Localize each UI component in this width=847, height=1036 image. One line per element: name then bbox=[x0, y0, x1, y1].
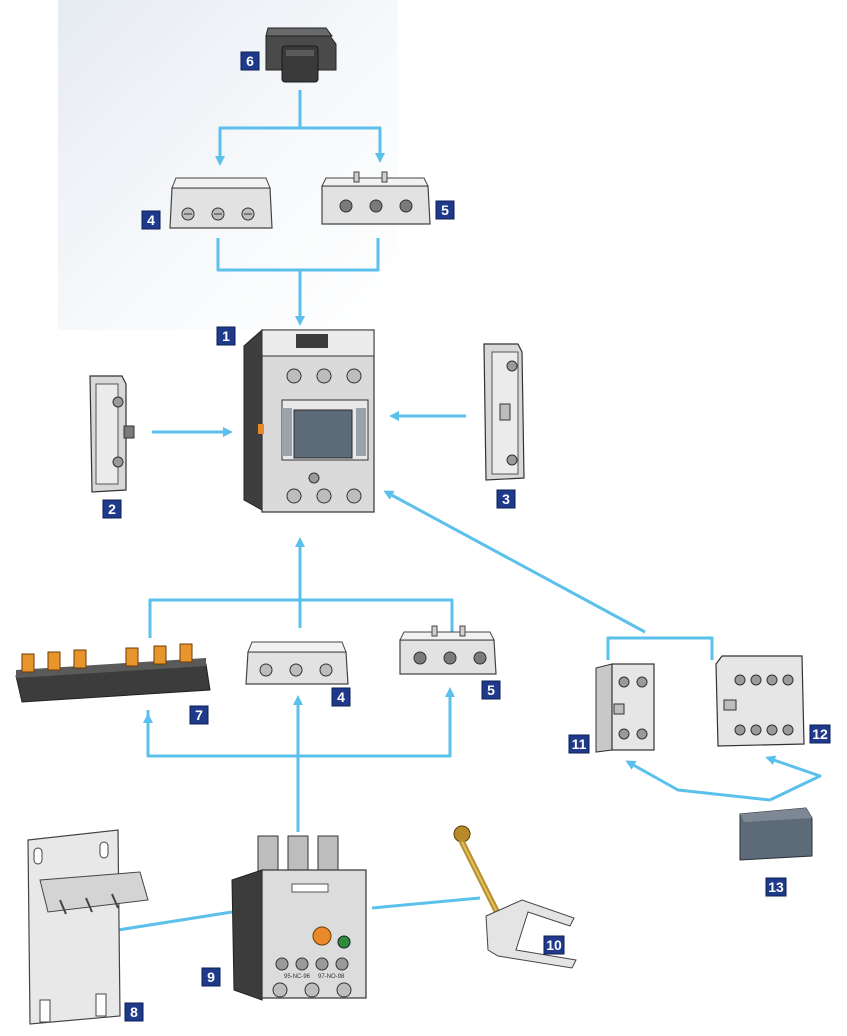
label-badge-p1: 1 bbox=[216, 326, 236, 346]
label-badge-p2: 2 bbox=[102, 499, 122, 519]
part-3-side-block bbox=[483, 343, 525, 481]
arrow-13-to-11 bbox=[625, 760, 771, 802]
part-9-overload-relay: 95-NC-96 97-NO-98 bbox=[231, 835, 367, 1001]
svg-text:12: 12 bbox=[812, 726, 828, 742]
connector-11-12-join bbox=[606, 636, 714, 660]
part-12-front-block bbox=[715, 655, 805, 747]
part-11-front-block bbox=[595, 663, 655, 753]
part-2-side-block bbox=[89, 375, 135, 493]
label-badge-p4a: 4 bbox=[141, 210, 161, 230]
part-7-busbar bbox=[15, 643, 211, 703]
connector-4-5-join bbox=[216, 238, 380, 272]
label-badge-p11: 11 bbox=[568, 734, 590, 754]
connector-7-5-join bbox=[148, 598, 454, 640]
part-1-contactor bbox=[243, 328, 375, 513]
label-badge-p12: 12 bbox=[809, 724, 831, 744]
background-panel bbox=[58, 0, 398, 330]
part-4-bottom-block bbox=[245, 641, 349, 685]
label-badge-p6: 6 bbox=[240, 51, 260, 71]
svg-text:1: 1 bbox=[222, 328, 230, 344]
label-badge-p3: 3 bbox=[496, 489, 516, 509]
part-10-remote-reset bbox=[453, 825, 577, 969]
label-badge-p10: 10 bbox=[543, 935, 565, 955]
svg-text:9: 9 bbox=[207, 969, 215, 985]
svg-text:6: 6 bbox=[246, 53, 254, 69]
part-5-top-block bbox=[321, 171, 431, 225]
part-6-cover bbox=[265, 27, 337, 83]
part-8-bracket bbox=[27, 829, 149, 1025]
svg-text:5: 5 bbox=[487, 682, 495, 698]
relay-no-mark: 97-NO-98 bbox=[318, 974, 345, 980]
connector-8-9 bbox=[117, 910, 233, 932]
arrow-13-to-12 bbox=[765, 755, 822, 802]
svg-text:11: 11 bbox=[572, 736, 587, 752]
svg-text:10: 10 bbox=[546, 937, 562, 953]
svg-text:4: 4 bbox=[337, 689, 345, 705]
svg-text:7: 7 bbox=[195, 707, 203, 723]
label-badge-p13: 13 bbox=[765, 877, 787, 897]
connector-lines bbox=[117, 90, 822, 932]
svg-text:8: 8 bbox=[130, 1004, 138, 1020]
label-badge-p5b: 5 bbox=[481, 680, 501, 700]
label-badge-p7: 7 bbox=[189, 705, 209, 725]
label-badge-p5a: 5 bbox=[435, 200, 455, 220]
relay-nc-mark: 95-NC-96 bbox=[284, 974, 311, 980]
svg-text:13: 13 bbox=[768, 879, 784, 895]
arrow-11-12-to-1 bbox=[383, 490, 646, 634]
label-badge-p4b: 4 bbox=[331, 687, 351, 707]
svg-text:3: 3 bbox=[502, 491, 510, 507]
part-5-bottom-block bbox=[399, 625, 497, 675]
svg-text:5: 5 bbox=[441, 202, 449, 218]
connector-9-10 bbox=[371, 896, 481, 910]
label-badge-p8: 8 bbox=[124, 1002, 144, 1022]
part-13-seal-cover bbox=[739, 807, 813, 861]
label-badge-p9: 9 bbox=[201, 967, 221, 987]
svg-text:2: 2 bbox=[108, 501, 116, 517]
svg-text:4: 4 bbox=[147, 212, 155, 228]
part-4-top-block bbox=[169, 177, 273, 229]
